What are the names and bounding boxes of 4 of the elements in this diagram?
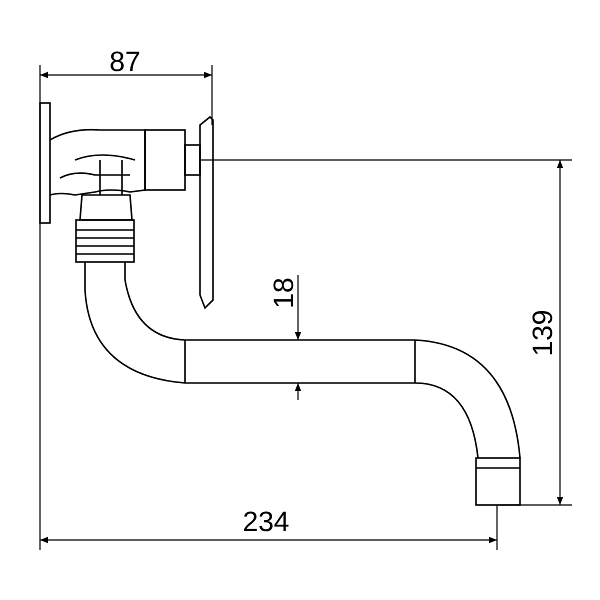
- dimension-label: 18: [270, 277, 298, 309]
- dimension-label: 139: [529, 310, 557, 356]
- dimension-label: 87: [109, 48, 141, 76]
- dimension-label: 234: [242, 508, 290, 536]
